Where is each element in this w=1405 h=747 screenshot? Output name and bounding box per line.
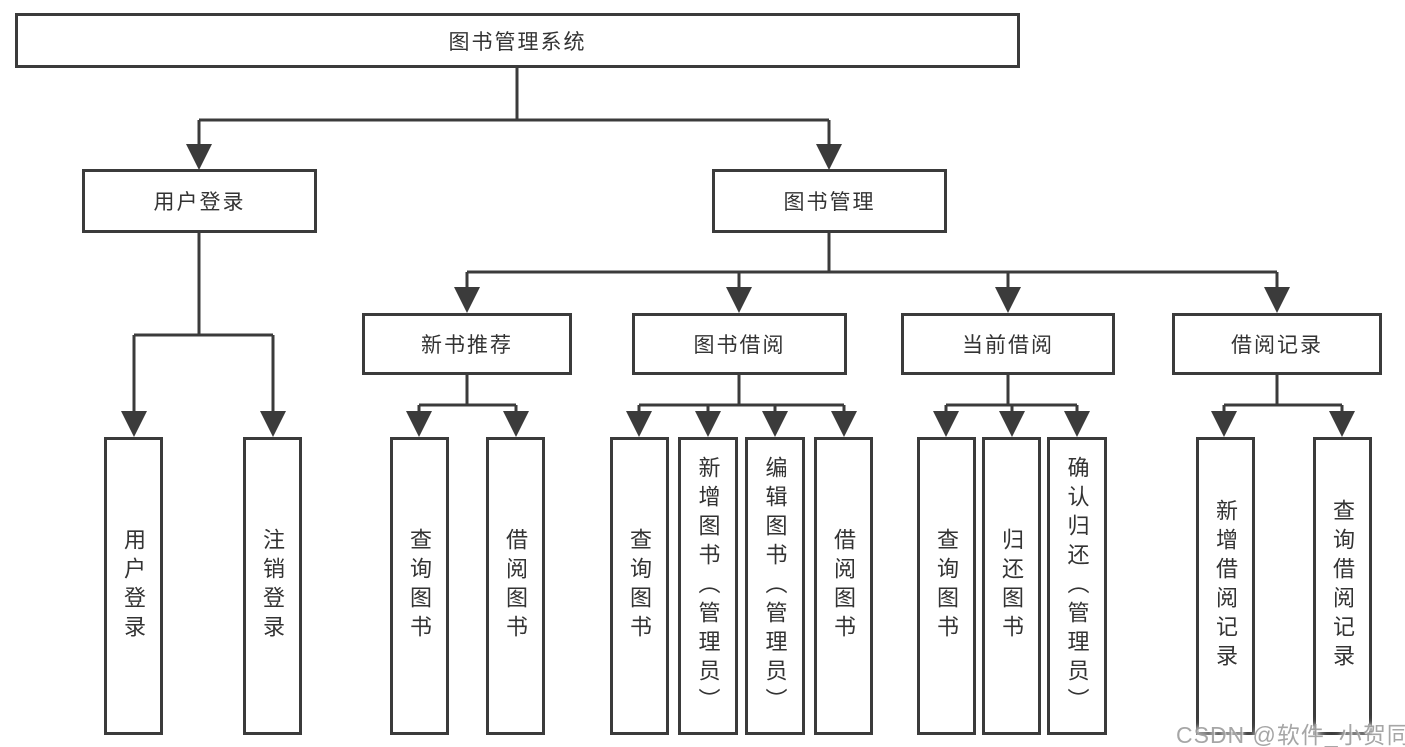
leaf-query-books-borrowing: 查询图书 <box>610 437 669 735</box>
leaf-edit-books-admin: 编辑图书（管理员） <box>745 437 805 735</box>
node-user-login-label: 用户登录 <box>153 191 246 214</box>
leaf-query-books-recommend: 查询图书 <box>390 437 449 735</box>
leaf-query-books-borrowing-label: 查询图书 <box>627 528 653 644</box>
leaf-edit-books-admin-label: 编辑图书（管理员） <box>762 455 788 717</box>
leaf-logout: 注销登录 <box>243 437 302 735</box>
node-new-book-recommend-label: 新书推荐 <box>421 334 513 357</box>
leaf-logout-label: 注销登录 <box>260 528 286 644</box>
node-book-management: 图书管理 <box>712 169 947 233</box>
node-borrowing-records: 借阅记录 <box>1172 313 1382 375</box>
leaf-borrow-books-label: 借阅图书 <box>831 528 857 644</box>
leaf-add-borrow-record-label: 新增借阅记录 <box>1213 499 1239 673</box>
leaf-return-books-label: 归还图书 <box>999 528 1025 644</box>
leaf-query-books-current-label: 查询图书 <box>934 528 960 644</box>
leaf-query-borrow-record-label: 查询借阅记录 <box>1330 499 1356 673</box>
node-book-management-label: 图书管理 <box>783 191 876 214</box>
leaf-user-login-label: 用户登录 <box>121 528 147 644</box>
leaf-confirm-return-admin: 确认归还（管理员） <box>1047 437 1107 735</box>
node-current-borrowing: 当前借阅 <box>901 313 1115 375</box>
leaf-add-books-admin-label: 新增图书（管理员） <box>695 455 721 717</box>
node-current-borrowing-label: 当前借阅 <box>962 334 1054 357</box>
leaf-query-borrow-record: 查询借阅记录 <box>1313 437 1372 735</box>
leaf-borrow-books-recommend-label: 借阅图书 <box>503 528 529 644</box>
leaf-return-books: 归还图书 <box>982 437 1041 735</box>
leaf-user-login: 用户登录 <box>104 437 163 735</box>
leaf-borrow-books: 借阅图书 <box>814 437 873 735</box>
node-user-login: 用户登录 <box>82 169 317 233</box>
node-borrowing-records-label: 借阅记录 <box>1231 334 1323 357</box>
node-new-book-recommend: 新书推荐 <box>362 313 572 375</box>
leaf-borrow-books-recommend: 借阅图书 <box>486 437 545 735</box>
node-library-system: 图书管理系统 <box>15 13 1020 68</box>
leaf-add-books-admin: 新增图书（管理员） <box>678 437 738 735</box>
node-book-borrowing-label: 图书借阅 <box>693 334 786 357</box>
csdn-watermark: CSDN @软件_小贺同学 <box>1176 722 1405 747</box>
leaf-query-books-current: 查询图书 <box>917 437 976 735</box>
leaf-confirm-return-admin-label: 确认归还（管理员） <box>1064 455 1090 717</box>
leaf-add-borrow-record: 新增借阅记录 <box>1196 437 1255 735</box>
node-book-borrowing: 图书借阅 <box>632 313 847 375</box>
leaf-query-books-recommend-label: 查询图书 <box>407 528 433 644</box>
node-library-system-label: 图书管理系统 <box>448 30 587 54</box>
